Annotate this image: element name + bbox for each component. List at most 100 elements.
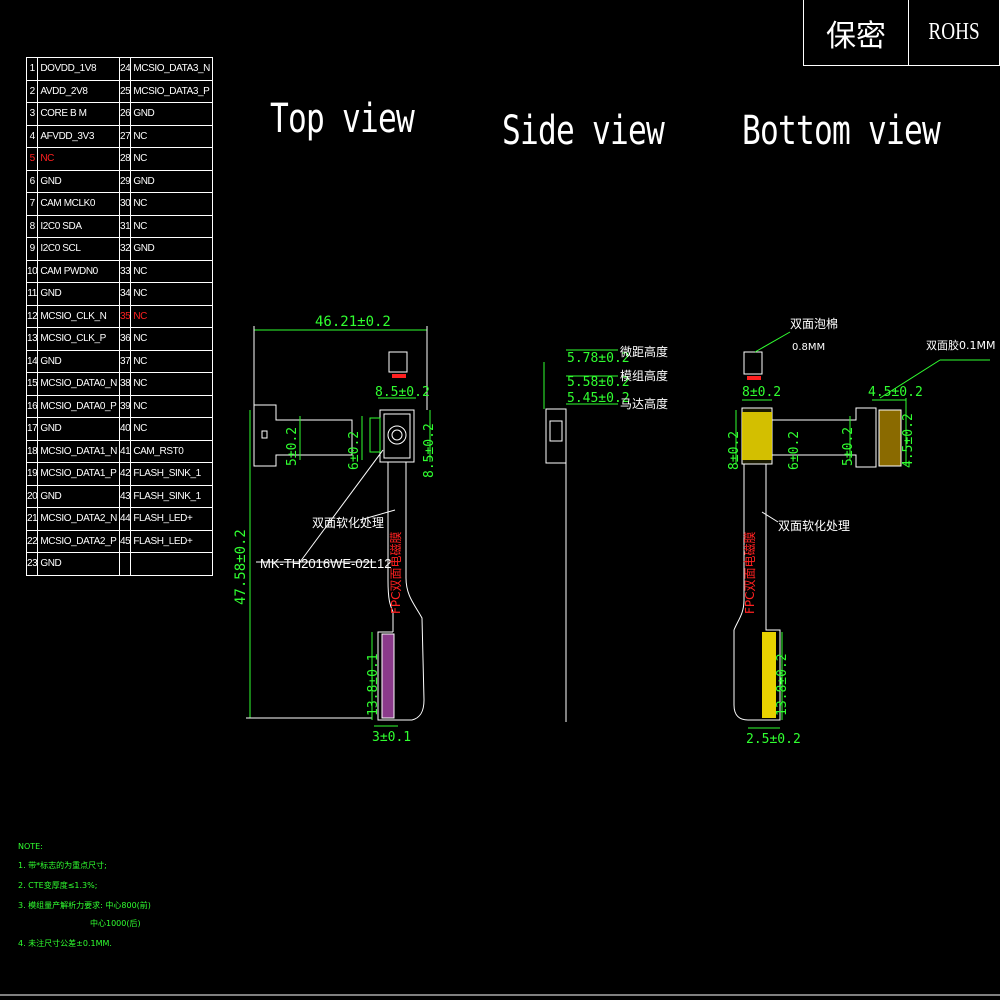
- pin-number: 16: [25, 394, 39, 418]
- bottom-module-w-dim: 8±0.2: [742, 385, 781, 400]
- top-height-dim: 47.58±0.2: [233, 529, 249, 605]
- pin-number: 12: [25, 304, 39, 328]
- pin-number: 3: [25, 102, 39, 126]
- pin-number: 31: [118, 214, 132, 238]
- pin-number: 13: [25, 327, 39, 351]
- side-label-3: 马达高度: [620, 396, 668, 411]
- top-cable-w-dim: 6±0.2: [347, 431, 362, 470]
- foam-thickness: 0.8MM: [792, 342, 825, 353]
- pin-number: 6: [25, 169, 39, 193]
- note-4: 4. 未注尺寸公差±0.1MM.: [18, 939, 112, 948]
- part-number: MK-TH2016WE-02L12: [260, 556, 392, 571]
- bottom-conn-w-dim: 2.5±0.2: [746, 732, 801, 747]
- bottom-tab2-h-dim: 4.5±0.2: [901, 413, 916, 468]
- top-conn-w-dim: 3±0.1: [372, 730, 411, 745]
- pin-number: 30: [118, 192, 132, 216]
- foam-label: 双面泡棉: [790, 317, 838, 331]
- bottom-view-title: Bottom view: [742, 108, 941, 154]
- note-3b: 中心1000(后): [90, 919, 141, 928]
- secret-box: 保密: [803, 0, 909, 66]
- pin-number: 43: [118, 484, 132, 508]
- pin-signal: GND: [130, 169, 213, 193]
- note-2: 2. CTE变厚度≤1.3%;: [18, 881, 98, 890]
- secret-label: 保密: [826, 19, 886, 53]
- pin-number: 44: [118, 507, 132, 531]
- pin-signal: I2C0 SDA: [37, 214, 120, 238]
- notes-title: NOTE:: [18, 842, 43, 851]
- pin-number: 5: [25, 147, 39, 171]
- pin-number: 2: [25, 79, 39, 103]
- note-3: 3. 模组量产解析力要求: 中心800(前): [18, 901, 151, 910]
- top-view-title: Top view: [270, 96, 415, 142]
- side-dim-2: 5.58±0.2: [567, 375, 630, 390]
- side-view-title: Side view: [502, 108, 665, 154]
- bottom-module-h-dim: 8±0.2: [727, 431, 742, 470]
- pin-number: 33: [118, 259, 132, 283]
- pin-number: 27: [118, 124, 132, 148]
- bottom-soften-label: 双面软化处理: [778, 519, 850, 533]
- pin-number: 32: [118, 237, 132, 261]
- tape-label: 双面胶0.1MM: [926, 338, 995, 352]
- pin-signal: NC: [130, 147, 213, 171]
- top-conn-len-dim: 13.8±0.1: [366, 653, 381, 716]
- top-soften-label: 双面软化处理: [312, 516, 384, 530]
- pin-number: 9: [25, 237, 39, 261]
- top-module-h-dim: 8.5±0.2: [422, 423, 437, 478]
- pin-number: [118, 552, 132, 576]
- bottom-conn-len-dim: 13.8±0.2: [775, 653, 790, 716]
- pin-number: 28: [118, 147, 132, 171]
- side-dim-1: 5.78±0.2: [567, 351, 630, 366]
- top-view-drawing: [246, 326, 431, 727]
- bottom-fpc-label: FPC双面电磁膜: [742, 531, 757, 614]
- pin-number: 40: [118, 417, 132, 441]
- side-label-2: 模组高度: [620, 368, 668, 383]
- pin-signal: NC: [130, 214, 213, 238]
- pin-signal: NC: [130, 124, 213, 148]
- pin-number: 23: [25, 552, 39, 576]
- bottom-cable-w-dim: 6±0.2: [787, 431, 802, 470]
- pin-number: 4: [25, 124, 39, 148]
- pin-signal: NC: [130, 192, 213, 216]
- pin-number: 37: [118, 349, 132, 373]
- pin-signal: [130, 552, 213, 576]
- top-width-dim: 46.21±0.2: [315, 314, 391, 330]
- top-tab-w-dim: 5±0.2: [285, 427, 300, 466]
- note-1: 1. 带*标志的为重点尺寸;: [18, 861, 107, 870]
- top-fpc-label: FPC双面电磁膜: [388, 531, 403, 614]
- bottom-tab-w-dim: 5±0.2: [841, 427, 856, 466]
- pin-number: 7: [25, 192, 39, 216]
- rohs-label: ROHS: [928, 19, 980, 45]
- top-module-w-dim: 8.5±0.2: [375, 385, 430, 400]
- pin-number: 10: [25, 259, 39, 283]
- bottom-view-drawing: [733, 331, 990, 729]
- pin-number: 29: [118, 169, 132, 193]
- pin-number: 8: [25, 214, 39, 238]
- pin-signal: GND: [37, 169, 120, 193]
- side-dim-3: 5.45±0.2: [567, 391, 630, 406]
- side-label-1: 微距高度: [620, 344, 668, 359]
- side-view-drawing: [543, 349, 618, 722]
- bottom-tab2-w-dim: 4.5±0.2: [868, 385, 923, 400]
